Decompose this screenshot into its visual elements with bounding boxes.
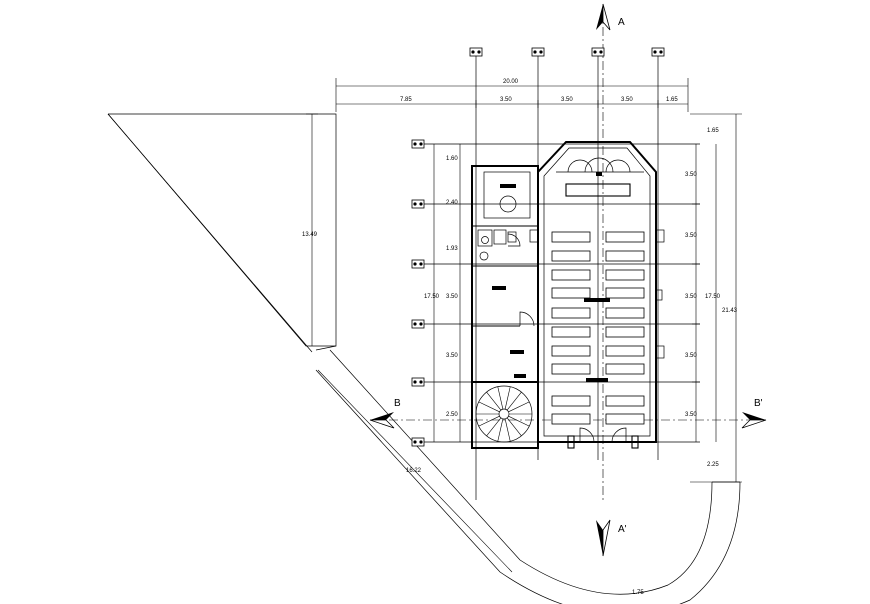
section-marker-a-top: A <box>596 3 625 31</box>
dim-left-row-5: 3.50 <box>446 353 458 359</box>
dim-diagonal: 16.22 <box>406 468 422 474</box>
dim-left-height: 13.49 <box>302 232 318 238</box>
center-marker <box>584 298 610 302</box>
svg-text:A': A' <box>618 524 627 535</box>
stair-tread <box>497 386 504 410</box>
stair-tread <box>497 418 504 442</box>
service-fixtures <box>477 171 535 378</box>
dim-right-row-4: 3.50 <box>685 294 697 300</box>
dimension-lines <box>306 78 742 573</box>
svg-text:B: B <box>394 398 401 409</box>
stair-tread <box>506 391 522 411</box>
pew <box>551 287 591 299</box>
svg-text:B': B' <box>754 398 763 409</box>
center-marker-2 <box>586 378 608 382</box>
pew <box>605 287 645 299</box>
pew <box>605 231 645 243</box>
dim-top-seg-4: 3.50 <box>621 97 633 103</box>
site-boundary <box>107 113 741 604</box>
grid-markers-top <box>469 47 665 57</box>
dim-right-total: 17.50 <box>705 294 721 300</box>
grid-markers-left <box>411 139 425 447</box>
dim-right-row-5: 3.50 <box>685 353 697 359</box>
pews <box>551 231 645 425</box>
dim-left-row-1: 1.60 <box>446 156 458 162</box>
spiral-stair <box>475 385 533 443</box>
pew <box>551 231 591 243</box>
pew <box>605 363 645 375</box>
pew <box>605 307 645 319</box>
apse-domes <box>556 157 644 173</box>
dim-right-bottom: 2.25 <box>707 462 719 468</box>
pew <box>551 345 591 357</box>
altar-marker <box>596 172 602 176</box>
altar <box>565 183 631 197</box>
pew <box>605 395 645 407</box>
section-marker-b-right: B' <box>741 398 767 429</box>
pew <box>551 269 591 281</box>
section-marker-a-bottom: A' <box>596 519 627 557</box>
dim-top-seg-2: 3.50 <box>500 97 512 103</box>
pew <box>605 250 645 262</box>
pew <box>605 269 645 281</box>
pew <box>551 363 591 375</box>
stair-tread <box>504 418 511 442</box>
pew <box>605 326 645 338</box>
stair-tread <box>508 401 530 413</box>
dim-right-row-1: 1.65 <box>707 128 719 134</box>
dim-right-overall: 21.43 <box>722 308 738 314</box>
dim-left-row-2: 2.40 <box>446 200 458 206</box>
dim-left-total: 17.50 <box>424 294 440 300</box>
pew <box>551 250 591 262</box>
pew <box>551 307 591 319</box>
pew <box>551 395 591 407</box>
svg-text:A: A <box>618 17 625 28</box>
dim-curve-radius: 1.75 <box>632 590 644 596</box>
section-marker-b-left: B <box>369 398 401 429</box>
stair-tread <box>486 391 502 411</box>
dim-top-seg-3: 3.50 <box>561 97 573 103</box>
dim-left-row-3: 1.93 <box>446 246 458 252</box>
stair-tread <box>478 401 500 413</box>
building-outline <box>471 141 657 449</box>
pew <box>551 326 591 338</box>
dim-left-row-4: 3.50 <box>446 294 458 300</box>
dim-top-seg-1: 7.85 <box>400 97 412 103</box>
dim-right-row-2: 3.50 <box>685 172 697 178</box>
stair-tread <box>504 386 511 410</box>
dim-overall-width: 20.00 <box>503 79 519 85</box>
dim-top-seg-5: 1.65 <box>666 97 678 103</box>
dim-right-row-3: 3.50 <box>685 233 697 239</box>
stair-tread <box>506 417 522 437</box>
stair-tread <box>478 415 500 427</box>
wall-buttresses <box>529 229 665 359</box>
pew <box>605 413 645 425</box>
grid-lines <box>372 10 764 500</box>
dim-right-row-6: 3.50 <box>685 412 697 418</box>
stair-tread <box>486 417 502 437</box>
pew <box>605 345 645 357</box>
entrance-doors <box>567 427 639 449</box>
stair-tread <box>508 415 530 427</box>
dim-left-row-6: 2.50 <box>446 412 458 418</box>
dimension-labels: 20.00 7.85 3.50 3.50 3.50 1.65 13.49 16.… <box>302 79 738 596</box>
pew <box>551 413 591 425</box>
